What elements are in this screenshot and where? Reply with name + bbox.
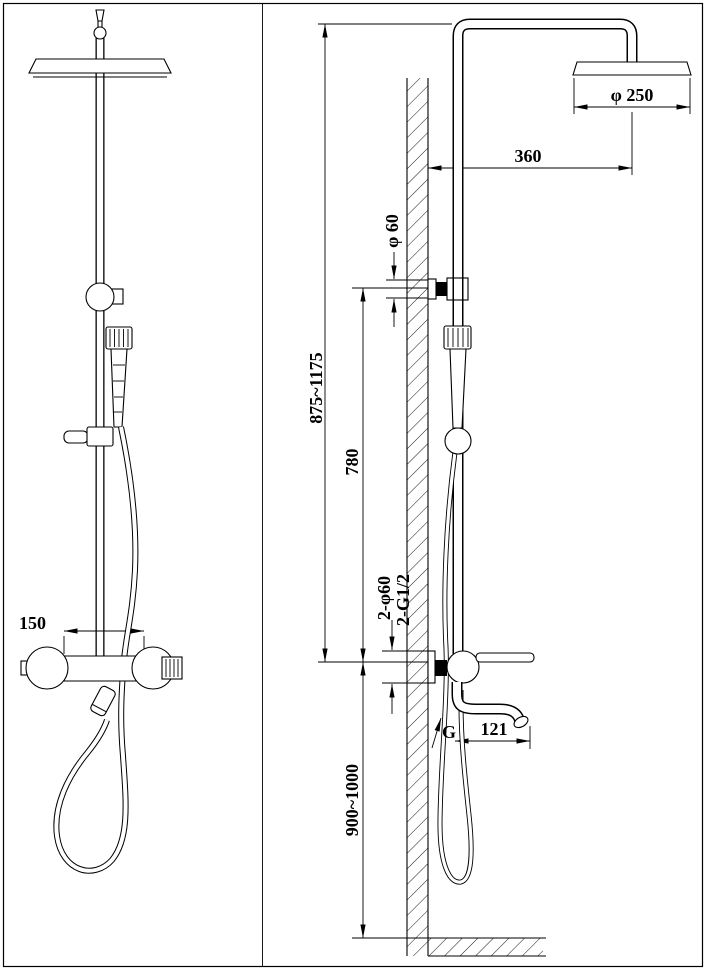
front-slider-bracket: [63, 426, 114, 447]
side-hose: [437, 451, 474, 885]
side-riser-pipe: [452, 18, 638, 654]
front-hand-shower: [105, 326, 133, 428]
side-shower-head: [572, 61, 692, 76]
dim-spout-reach-label: 121: [481, 719, 508, 739]
dimension-labels: φ 250 360 φ 60 875~1175 780 2-φ60 2-G1/2…: [306, 85, 653, 836]
spout-thread-label: G: [442, 722, 456, 742]
thread-leader-line: [431, 717, 442, 749]
dim-overall-height-label: 875~1175: [306, 352, 326, 423]
spout-outlet: [513, 715, 529, 729]
side-hand-shower: [443, 325, 472, 429]
dim-mixer-height-label: 900~1000: [342, 764, 362, 836]
dim-riser-length-label: 780: [342, 449, 362, 476]
dim-upper-escutcheon-label: φ 60: [382, 214, 402, 248]
front-top-connector: [93, 9, 107, 40]
side-holder-connector: [444, 427, 472, 455]
side-view: φ 250 360 φ 60 875~1175 780 2-φ60 2-G1/2…: [306, 18, 692, 957]
floor-section: [428, 937, 546, 957]
front-view: 150: [19, 9, 183, 874]
dim-inlet-thread-label: 2-G1/2: [393, 574, 413, 626]
dim-head-diameter-label: φ 250: [611, 85, 654, 105]
front-shower-holder: [85, 282, 124, 312]
front-mixer-body: [20, 646, 183, 690]
side-wall-bracket: [427, 277, 469, 301]
side-spout: [451, 682, 529, 729]
side-mixer: [427, 650, 535, 684]
front-hose: [53, 426, 139, 874]
mixer-lever-handle: [475, 652, 535, 663]
dim-head-offset-label: 360: [515, 146, 542, 166]
front-diverter-outlet: [90, 685, 116, 717]
dim-valve-spacing-label: 150: [19, 613, 46, 633]
dim-inlet-escutcheons-label: 2-φ60: [374, 576, 394, 620]
front-shower-head: [28, 58, 172, 78]
extension-lines: [318, 23, 691, 939]
dimension-lines: [322, 24, 690, 938]
wall-section: [406, 78, 429, 956]
